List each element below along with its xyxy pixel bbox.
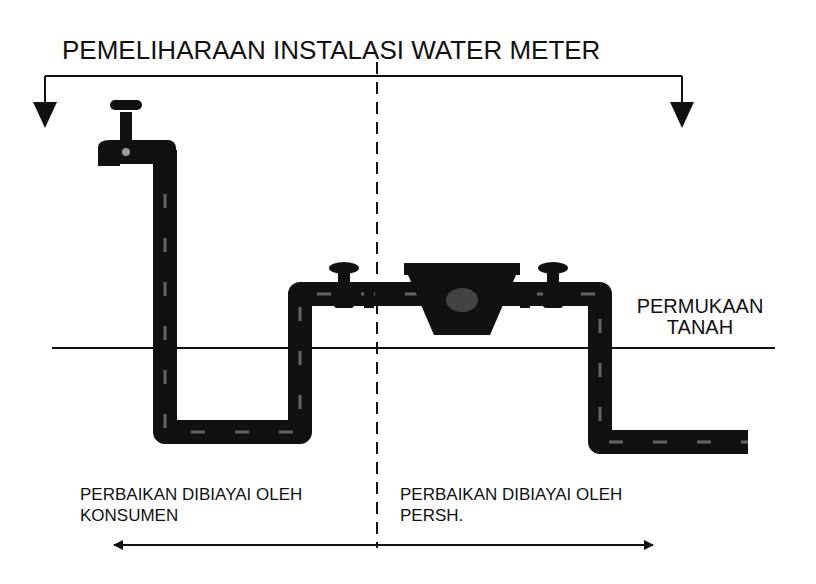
ground-label: PERMUKAAN TANAH xyxy=(625,296,775,338)
valve xyxy=(329,262,374,308)
faucet xyxy=(98,100,176,166)
water-meter xyxy=(404,263,520,335)
arrow-head xyxy=(670,102,694,128)
valve xyxy=(520,262,568,308)
cost-label: PERBAIKAN DIBIAYAI OLEH PERSH. xyxy=(400,484,675,527)
cost-label: PERBAIKAN DIBIAYAI OLEH KONSUMEN xyxy=(80,484,355,527)
double-arrow xyxy=(114,544,653,546)
arrow-head xyxy=(33,102,57,128)
title-text: PEMELIHARAAN INSTALASI WATER METER xyxy=(62,34,600,67)
